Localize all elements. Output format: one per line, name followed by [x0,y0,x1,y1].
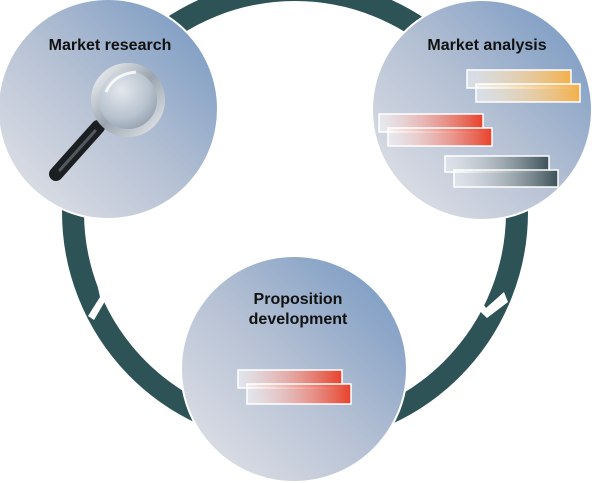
proposition-development-title: Proposition development [248,291,348,328]
arrow-left-icon [88,279,110,320]
stacked-bars-icon [237,369,352,405]
arrow-right-icon [465,288,508,318]
arrow-top-icon [289,19,317,69]
magnifying-glass-icon [49,63,165,181]
node-market-research [0,0,219,220]
node-circle [180,255,408,483]
market-research-title: Market research [48,37,172,54]
node-market-analysis [371,0,593,221]
stacked-bars-icon [378,69,581,188]
market-analysis-title: Market analysis [427,37,547,54]
node-proposition-development [180,255,408,483]
